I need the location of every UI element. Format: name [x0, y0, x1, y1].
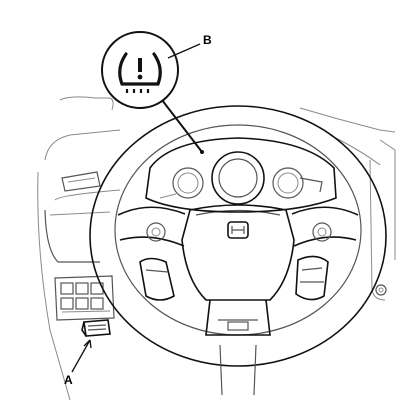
callout-a-label: A [64, 373, 73, 387]
instrument-cluster [145, 137, 337, 213]
tpms-calibration-button[interactable] [81, 319, 111, 337]
callout-b-label: B [203, 33, 212, 47]
lower-switch-panel [54, 275, 115, 321]
steering-wheel [89, 105, 387, 396]
callout-b: B [167, 33, 212, 59]
tpms-indicator-callout [101, 31, 203, 153]
tire-pressure-warning-icon [118, 52, 162, 93]
callout-a: A [64, 339, 92, 387]
